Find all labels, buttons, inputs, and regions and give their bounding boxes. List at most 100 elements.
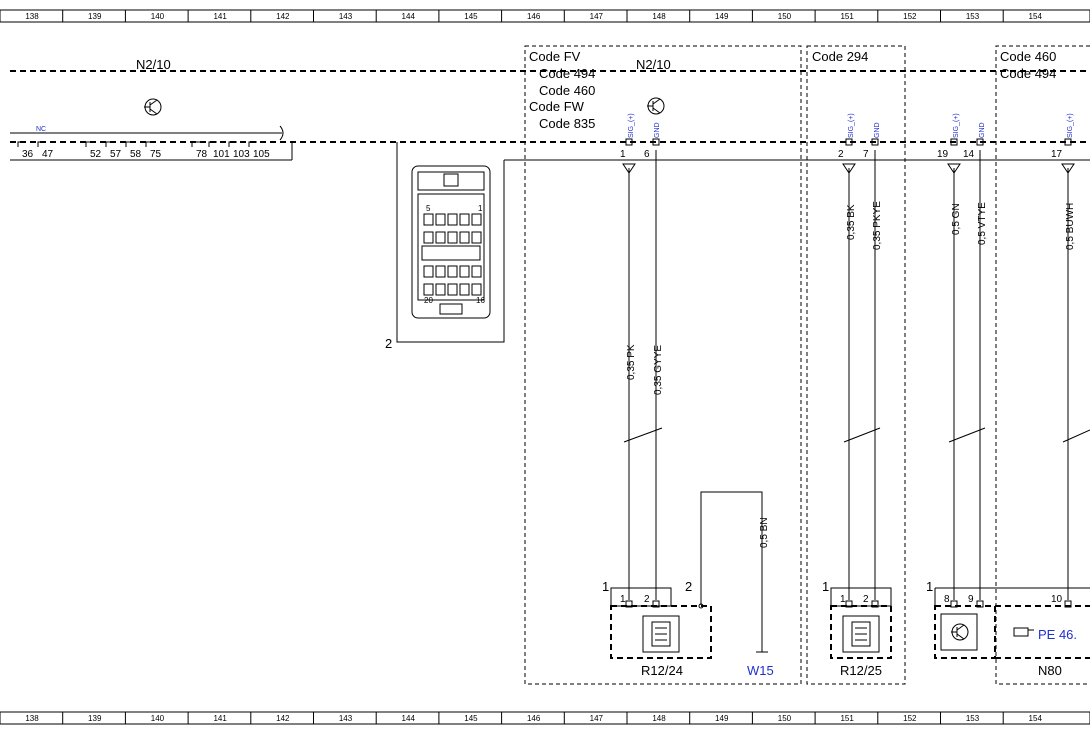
ruler-cell-label: 149	[715, 714, 729, 723]
connector-bracket	[396, 142, 505, 343]
pin-number: 101	[213, 149, 230, 160]
pin-sockets	[625, 600, 1072, 608]
wires	[628, 150, 1069, 653]
code-line: Code 835	[539, 116, 595, 131]
pin-number: 75	[150, 149, 162, 160]
component-r12-25: 1 2 1 R12/25	[822, 579, 892, 678]
code-line: Code 460	[539, 83, 595, 98]
wire-label: 0,5 BN	[759, 517, 770, 548]
wire-label: 0,35 PKYE	[872, 201, 883, 250]
pin-number: 8	[944, 594, 950, 605]
sig-label: SIG_(+)	[1067, 113, 1074, 138]
transistor-icon	[647, 97, 665, 115]
wire-label: 0,5 VTYE	[977, 202, 988, 245]
pin-number: 2	[644, 594, 650, 605]
ruler-cell-label: 141	[213, 714, 227, 723]
ruler-cell-label: 145	[464, 714, 478, 723]
left-module-label: N2/10	[136, 57, 171, 72]
pin-number: 36	[22, 149, 34, 160]
nc-label: NC	[36, 126, 46, 133]
sig-label: SIG_(+)	[628, 113, 635, 138]
connector-number: 2	[385, 336, 392, 351]
component-r12-24: 1 2 1 2 R12/24	[602, 579, 712, 678]
gnd-label: GND	[654, 122, 661, 138]
ruler-cell-label: 150	[778, 714, 792, 723]
reference-link[interactable]: PE 46.	[1038, 627, 1077, 642]
ruler-cell-label: 140	[151, 714, 165, 723]
ruler-cell-label: 142	[276, 12, 290, 21]
connector-pin-label: 20	[424, 296, 433, 305]
sensor-icon	[851, 621, 871, 647]
pin-number: 2	[863, 594, 869, 605]
pin-number: 7	[863, 149, 869, 160]
pin-number: 1	[620, 594, 626, 605]
wire-label: 0,35 GYYE	[653, 345, 664, 395]
ruler-cell-label: 145	[464, 12, 478, 21]
connector-pin-label: 5	[426, 204, 431, 213]
component-label: N80	[1038, 663, 1062, 678]
pin-number: 14	[963, 149, 975, 160]
pin-number: 19	[937, 149, 949, 160]
ground-label-w15: W15	[747, 663, 774, 678]
ruler-cell-label: 154	[1029, 12, 1043, 21]
ruler-cell-label: 149	[715, 12, 729, 21]
ruler-cell-label: 148	[652, 12, 666, 21]
pin-sockets	[625, 138, 1072, 146]
wire-arrows	[622, 163, 1075, 174]
connector-icon: 5 1 20 16	[411, 165, 491, 319]
component-n80: 8 9 1 10 PE 46. N80	[926, 579, 1090, 678]
ruler-cell-label: 138	[25, 12, 39, 21]
wire-break-marks	[623, 427, 1090, 443]
code-line: Code 494	[539, 66, 595, 81]
wire-label: 0,5 BUWH	[1065, 203, 1076, 250]
code-line: Code 494	[1000, 66, 1056, 81]
pin-number: 1	[840, 594, 846, 605]
code-line: Code FV	[529, 49, 581, 64]
pin-number: 2	[685, 579, 692, 594]
pin-number: 10	[1051, 594, 1063, 605]
ruler-cell-label: 141	[213, 12, 227, 21]
ruler-cell-label: 153	[966, 12, 980, 21]
ruler-cell-label: 152	[903, 12, 917, 21]
pin-number: 103	[233, 149, 250, 160]
pin-number: 57	[110, 149, 122, 160]
mid-module-label: N2/10	[636, 57, 671, 72]
ruler-cell-label: 147	[590, 12, 604, 21]
sensor-icon	[651, 621, 671, 647]
ruler-cell-label: 138	[25, 714, 39, 723]
ruler-cell-label: 154	[1029, 714, 1043, 723]
ruler-cell-label: 140	[151, 12, 165, 21]
ruler-cell-label: 143	[339, 12, 353, 21]
sig-label: SIG_(+)	[848, 113, 855, 138]
code-box-460	[995, 45, 1090, 685]
ruler-cell-label: 148	[652, 714, 666, 723]
pin-number: 2	[838, 149, 844, 160]
code-line: Code FW	[529, 99, 585, 114]
code-line: Code 460	[1000, 49, 1056, 64]
pin-number: 78	[196, 149, 208, 160]
sig-label: SIG_(+)	[953, 113, 960, 138]
component-label: R12/24	[641, 663, 683, 678]
ruler-cell-label: 143	[339, 714, 353, 723]
ruler-cell-label: 153	[966, 714, 980, 723]
wire-label: 0,35 BK	[846, 204, 857, 240]
pin-number: 47	[42, 149, 54, 160]
ruler-cell-label: 146	[527, 12, 541, 21]
code-box-fv	[524, 45, 802, 685]
code-line: Code 294	[812, 49, 868, 64]
pin-number: 58	[130, 149, 142, 160]
ruler-cell-label: 151	[840, 12, 854, 21]
ruler-cell-label: 139	[88, 12, 102, 21]
ruler-cell-label: 144	[402, 714, 416, 723]
transistor-icon	[144, 98, 162, 116]
pin-number: 1	[926, 579, 933, 594]
transistor-icon	[951, 623, 969, 641]
pin-number: 6	[644, 149, 650, 160]
ruler-cell-label: 144	[402, 12, 416, 21]
gnd-label: GND	[979, 122, 986, 138]
pin-number: 1	[602, 579, 609, 594]
